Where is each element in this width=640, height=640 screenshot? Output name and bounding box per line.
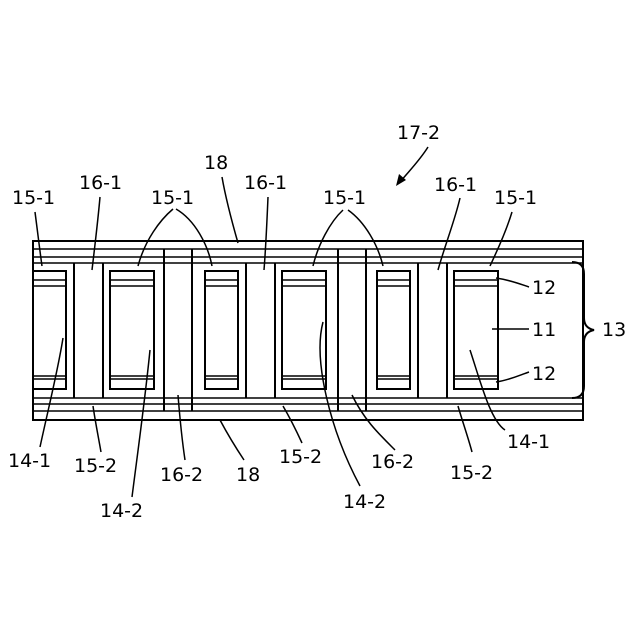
label-16-1-a: 16-1 <box>79 172 122 194</box>
coil-frame-3-2 <box>454 271 498 389</box>
label-15-1-a: 15-1 <box>12 187 55 209</box>
label-16-2-b: 16-2 <box>371 451 414 473</box>
label-14-2-b: 14-2 <box>343 491 386 513</box>
label-13: 13 <box>602 319 626 341</box>
coil-inner-3-2 <box>454 280 498 379</box>
label-12-bottom: 12 <box>532 363 556 385</box>
coil-groups <box>33 263 498 398</box>
coil-frame-2-2 <box>282 271 326 389</box>
coil-inner-2-2 <box>282 280 326 379</box>
label-16-2-a: 16-2 <box>160 464 203 486</box>
label-14-1-left: 14-1 <box>8 450 51 472</box>
label-12-top: 12 <box>532 277 556 299</box>
coil-inner-2-1 <box>205 280 238 379</box>
label-15-2-b: 15-2 <box>279 446 322 468</box>
label-16-1-c: 16-1 <box>434 174 477 196</box>
label-11: 11 <box>532 319 556 341</box>
layered-body <box>33 241 583 420</box>
coil-frame-1-1 <box>33 271 66 389</box>
label-18-bottom: 18 <box>236 464 260 486</box>
label-16-1-b: 16-1 <box>244 172 287 194</box>
outer-body <box>33 241 583 420</box>
label-17-2: 17-2 <box>397 122 440 144</box>
arrow-17-2 <box>396 147 428 186</box>
labels: 17-2 18 16-1 16-1 16-1 15-1 15-1 15-1 15… <box>8 122 626 522</box>
label-14-2-a: 14-2 <box>100 500 143 522</box>
coil-inner-3-1 <box>377 280 410 379</box>
label-14-1-right: 14-1 <box>507 431 550 453</box>
label-15-1-c: 15-1 <box>323 187 366 209</box>
coil-inner-1-1 <box>33 280 66 379</box>
label-18-top: 18 <box>204 152 228 174</box>
coil-inner-1-2 <box>110 280 154 379</box>
label-15-1-b: 15-1 <box>151 187 194 209</box>
label-15-2-c: 15-2 <box>450 462 493 484</box>
coil-frame-2-1 <box>205 271 238 389</box>
through-vias <box>164 249 366 411</box>
label-15-1-d: 15-1 <box>494 187 537 209</box>
label-15-2-a: 15-2 <box>74 455 117 477</box>
coil-frame-3-1 <box>377 271 410 389</box>
